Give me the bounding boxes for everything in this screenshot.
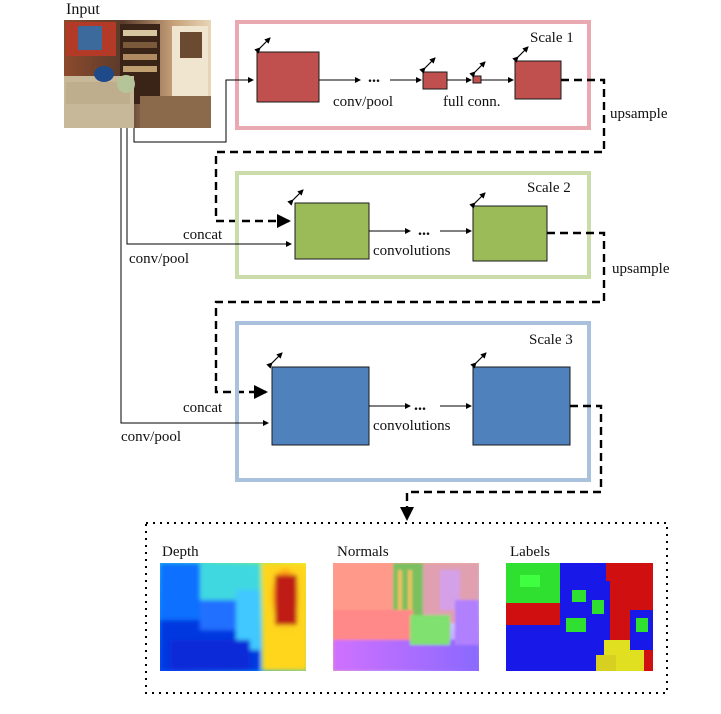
scale3-output-path bbox=[400, 404, 603, 521]
scale2-conv-label: convolutions bbox=[373, 243, 451, 259]
scale3-title: Scale 3 bbox=[529, 332, 573, 348]
scale3-input-label: conv/pool bbox=[121, 429, 181, 445]
scale3-frame bbox=[235, 321, 591, 482]
output-normals-image bbox=[333, 563, 479, 671]
scale3-concat-label: concat bbox=[183, 400, 223, 416]
scale3-ellipsis: ... bbox=[414, 397, 426, 414]
scale1-frame bbox=[235, 20, 591, 130]
input-to-scale3-arrow bbox=[120, 128, 269, 426]
scale2-upsample-label: upsample bbox=[612, 261, 670, 277]
scale3-last-block bbox=[472, 366, 571, 446]
scale1-conv-label: conv/pool bbox=[333, 94, 393, 110]
outputs-panel bbox=[145, 522, 668, 694]
scale1-fc-label: full conn. bbox=[443, 94, 501, 110]
scale1-ellipsis: ... bbox=[368, 69, 380, 86]
scale1-fc-block-1 bbox=[422, 71, 448, 90]
scale2-first-block bbox=[294, 202, 370, 260]
scale1-conv-block bbox=[256, 51, 320, 103]
output-normals-label: Normals bbox=[337, 544, 389, 560]
output-labels-image bbox=[506, 563, 653, 671]
scale2-upsample-path bbox=[214, 231, 606, 399]
scale2-concat-label: concat bbox=[183, 227, 223, 243]
input-to-scale2-arrow bbox=[126, 128, 292, 247]
input-label: Input bbox=[66, 1, 100, 18]
input-to-scale1-arrow bbox=[133, 77, 254, 143]
scale2-last-block bbox=[472, 205, 548, 262]
scale2-input-label: conv/pool bbox=[129, 251, 189, 267]
scale1-upsample-label: upsample bbox=[610, 106, 668, 122]
scale2-frame bbox=[235, 171, 591, 279]
scale2-title: Scale 2 bbox=[527, 180, 571, 196]
scale1-title: Scale 1 bbox=[530, 30, 574, 46]
scale3-first-block bbox=[271, 366, 370, 446]
scale2-ellipsis: ... bbox=[418, 222, 430, 239]
output-depth-image bbox=[160, 563, 306, 671]
scale3-conv-label: convolutions bbox=[373, 418, 451, 434]
output-labels-label: Labels bbox=[510, 544, 550, 560]
scale1-fc-block-2 bbox=[472, 75, 482, 84]
scale1-output-block bbox=[514, 60, 562, 100]
input-image bbox=[64, 20, 211, 128]
output-depth-label: Depth bbox=[162, 544, 199, 560]
